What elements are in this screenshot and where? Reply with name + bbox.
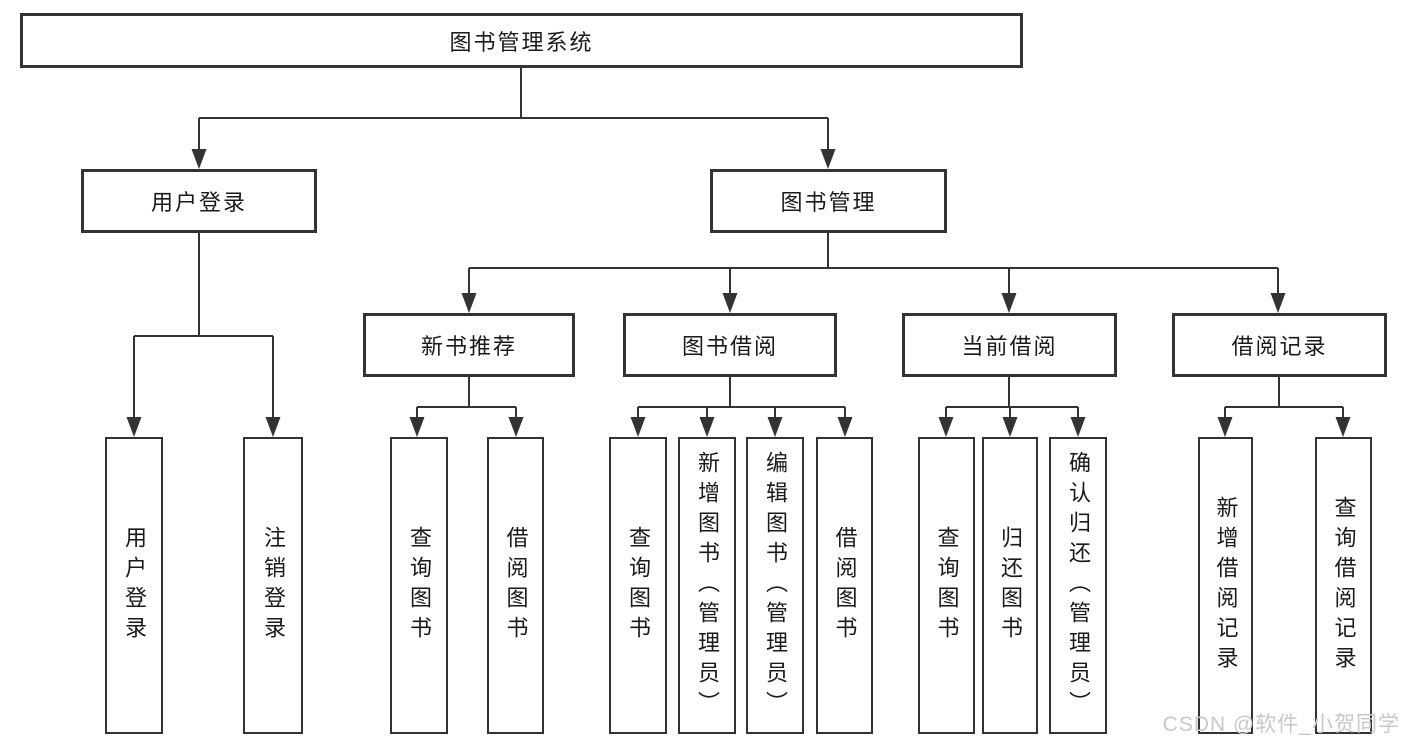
leaf-add-borrow-record: 新增借阅记录 xyxy=(1198,437,1253,734)
leaf-return-book: 归还图书 xyxy=(982,437,1038,734)
node-book-management: 图书管理 xyxy=(710,169,947,233)
leaf-query-books-recommend: 查询图书 xyxy=(390,437,448,734)
node-root: 图书管理系统 xyxy=(20,13,1023,68)
node-user-login: 用户登录 xyxy=(81,169,317,233)
leaf-borrow-books-borrow: 借阅图书 xyxy=(816,437,873,734)
leaf-query-books-borrow: 查询图书 xyxy=(609,437,667,734)
leaf-edit-book-admin: 编辑图书（管理员） xyxy=(746,437,804,734)
leaf-query-borrow-record: 查询借阅记录 xyxy=(1315,437,1372,734)
node-borrow-records: 借阅记录 xyxy=(1172,313,1387,377)
leaf-query-books-current: 查询图书 xyxy=(918,437,975,734)
watermark: CSDN @软件_小贺同学 xyxy=(1162,713,1400,736)
leaf-logout: 注销登录 xyxy=(243,437,303,734)
node-new-book-recommend: 新书推荐 xyxy=(363,313,575,377)
node-book-borrow: 图书借阅 xyxy=(623,313,837,377)
leaf-user-login: 用户登录 xyxy=(105,437,163,734)
leaf-confirm-return-admin: 确认归还（管理员） xyxy=(1049,437,1107,734)
node-current-borrow: 当前借阅 xyxy=(902,313,1117,377)
leaf-borrow-books-recommend: 借阅图书 xyxy=(487,437,544,734)
leaf-add-book-admin: 新增图书（管理员） xyxy=(678,437,736,734)
